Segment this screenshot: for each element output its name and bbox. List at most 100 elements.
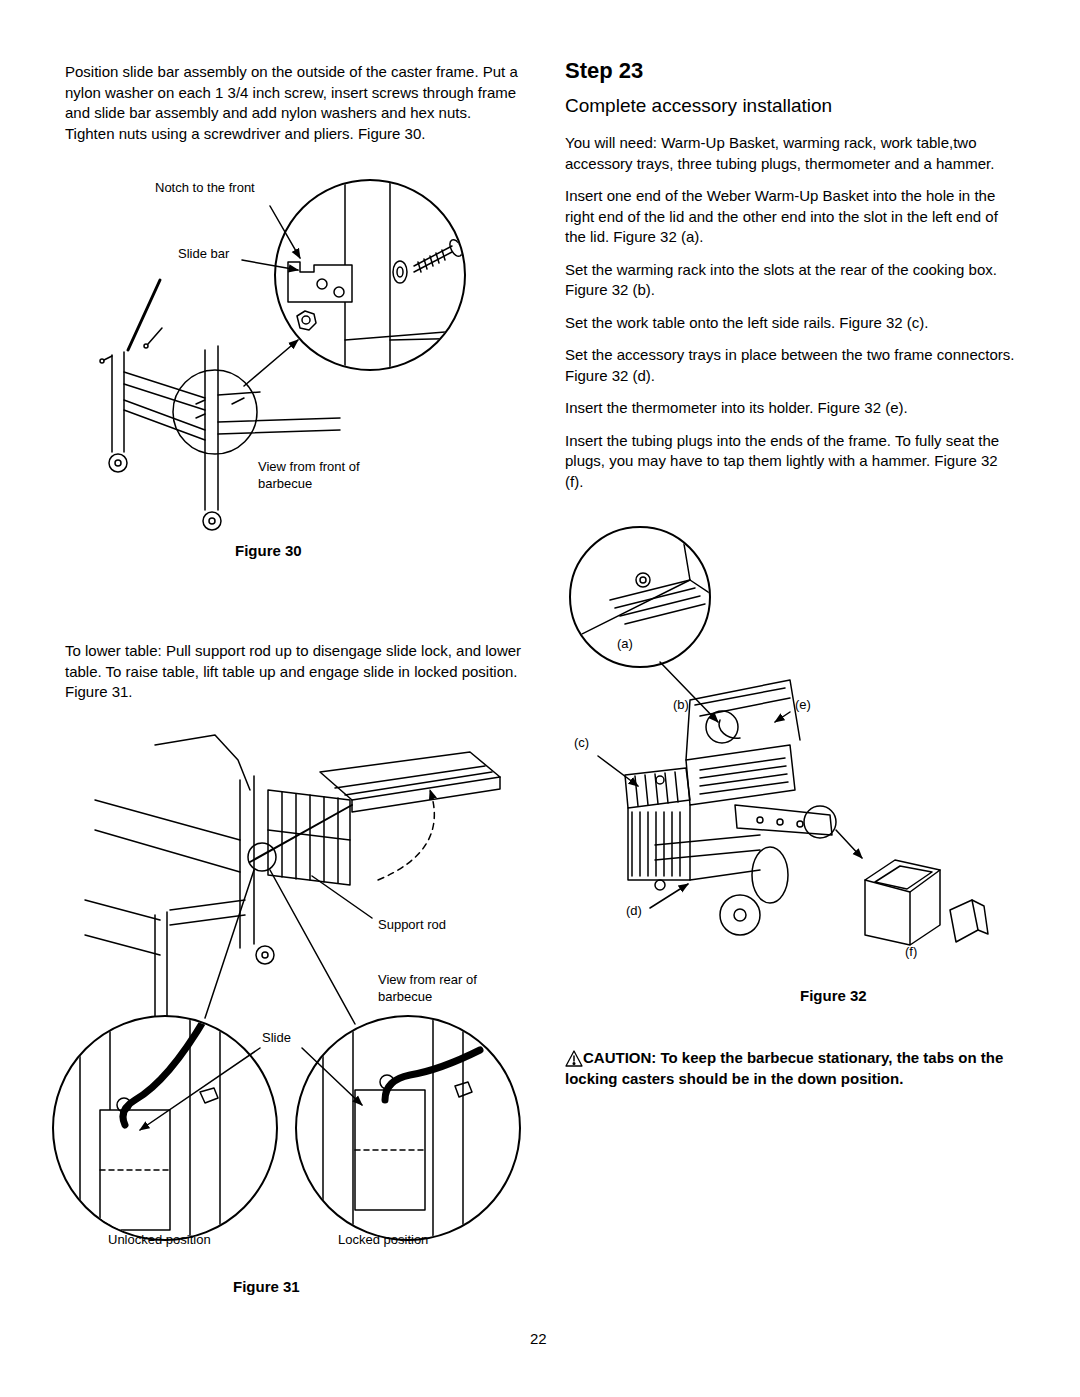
line-art [80,1010,220,1250]
line-art [598,756,638,786]
line-art [270,870,355,1024]
figure-32-illustration [570,520,988,945]
line-art [275,180,465,370]
line-art [248,843,276,871]
callout-label: View from front of barbecue [258,459,368,493]
line-art [865,860,940,892]
line-art [53,1016,277,1240]
instruction-text: Set the work table onto the left side ra… [565,313,1017,334]
line-art [203,512,221,530]
line-art [323,1010,480,1250]
line-art [686,745,795,805]
line-art [288,170,470,380]
line-art [268,790,350,885]
line-art [378,790,434,880]
line-art [262,952,268,958]
line-art [686,680,800,760]
line-art [636,573,650,587]
callout-label: Notch to the front [155,180,295,197]
line-art [355,1149,425,1151]
line-art [734,909,746,921]
line-art [625,768,690,808]
line-art [104,356,112,360]
line-art [100,1110,170,1230]
line-art [566,1051,582,1066]
line-art [323,1010,463,1250]
line-art [85,900,160,955]
callout-letter: (d) [626,903,656,920]
line-art [296,1016,520,1240]
line-art [610,580,705,624]
line-art [720,895,760,935]
line-art [650,884,688,908]
line-art [268,830,350,840]
line-art [317,279,327,289]
line-art [414,246,452,266]
figure-31-illustration [53,735,520,1250]
line-art [232,398,244,404]
line-art [53,170,988,1250]
callout-label: Unlocked position [108,1232,248,1249]
line-art [700,758,788,794]
caution-note: CAUTION: To keep the barbecue stationary… [565,1048,1020,1089]
step-heading: Step 23 [565,56,785,86]
line-art [144,344,148,348]
callout-letter: (c) [574,735,604,752]
line-art [140,1048,260,1130]
line-art [115,460,121,466]
line-art [680,520,720,600]
line-art [148,328,162,344]
line-art [757,817,763,823]
line-art [397,267,403,277]
callout-letter: (e) [795,697,825,714]
line-art [270,206,300,258]
line-art [209,518,215,524]
figure-caption: Figure 32 [800,986,900,1007]
line-art [950,900,978,942]
line-art [256,946,274,964]
callout-label: Slide [262,1030,306,1047]
line-art [797,821,803,827]
line-art [155,735,250,790]
instruction-column: You will need: Warm-Up Basket, warming r… [565,133,1017,504]
line-art [218,418,340,434]
caution-symbol [566,1051,582,1066]
instruction-text: Insert the thermometer into its holder. … [565,398,1017,419]
line-art [775,712,790,722]
line-art [875,866,932,889]
line-art [656,776,664,784]
line-art [385,1050,480,1100]
callout-label: Support rod [378,917,488,934]
line-art [393,261,407,283]
instruction-text: Set the warming rack into the slots at t… [565,260,1017,301]
line-art [777,819,783,825]
line-art [100,1169,170,1171]
figure-caption: Figure 30 [235,541,335,562]
line-art [804,806,836,838]
line-art [244,340,298,386]
line-art [655,880,665,890]
line-art [109,454,127,472]
line-art [352,777,500,812]
line-art [302,1048,362,1105]
line-art [655,835,760,880]
figure-caption: Figure 31 [233,1277,333,1298]
instruction-text: Insert the tubing plugs into the ends of… [565,431,1017,493]
line-art [170,900,245,925]
instruction-text: To lower table: Pull support rod up to d… [65,641,523,703]
line-art [117,1098,131,1112]
line-art [100,359,104,363]
line-art [242,260,298,270]
instruction-text: You will need: Warm-Up Basket, warming r… [565,133,1017,174]
line-art [706,711,738,743]
line-art [447,238,464,259]
line-art [972,900,988,934]
line-art [200,1088,218,1103]
line-art [640,577,646,583]
line-art [297,311,316,330]
line-art [312,876,372,918]
line-art [250,805,352,862]
callout-letter: (a) [617,636,647,653]
line-art [335,766,492,795]
